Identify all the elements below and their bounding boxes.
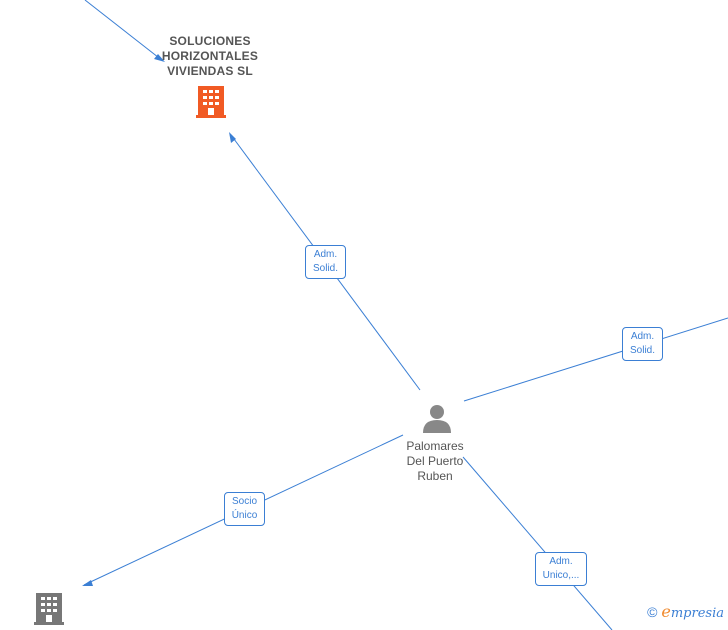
brand-initial: e [661, 602, 671, 621]
brand-rest: mpresia [670, 606, 724, 621]
person-name[interactable]: Palomares Del Puerto Ruben [394, 439, 476, 484]
building-icon[interactable] [34, 593, 64, 625]
arrowhead-main-company-incoming [154, 54, 165, 62]
arrowhead-bottom-left-company [82, 580, 93, 586]
brand-wordmark: empresia [661, 602, 724, 621]
edge-label-line: Socio [231, 496, 257, 507]
edge-person-to-right-company [463, 317, 728, 402]
edge-label-line: Unico,... [542, 570, 580, 581]
arrowhead-main-company [229, 132, 236, 143]
edge-label-line: Adm. [313, 249, 338, 260]
edge-label-line: Adm. [630, 331, 655, 342]
edge-person-to-bottom-right-company [462, 456, 613, 630]
copyright-symbol: © [647, 603, 658, 620]
person-name-line-3: Ruben [417, 469, 453, 483]
edge-label-right-company[interactable]: Adm. Solid. [622, 327, 663, 361]
edge-offscreen-to-main-company [84, 0, 164, 62]
edge-label-bottom-left-company[interactable]: Socio Único [224, 492, 265, 526]
building-icon[interactable] [196, 86, 226, 118]
main-company-name[interactable]: SOLUCIONES HORIZONTALES VIVIENDAS SL [150, 34, 270, 79]
edge-label-main-company[interactable]: Adm. Solid. [305, 245, 346, 279]
person-icon[interactable] [423, 405, 451, 433]
edge-label-line: Solid. [312, 263, 338, 274]
person-name-line-2: Del Puerto [406, 454, 464, 468]
edge-label-line: Adm. [549, 556, 573, 567]
empresia-logo: © empresia [647, 602, 724, 621]
main-company-name-line-1: SOLUCIONES [169, 34, 251, 48]
edge-label-line: Único [231, 510, 258, 521]
edge-label-line: Solid. [629, 345, 655, 356]
edge-label-bottom-right-company[interactable]: Adm. Unico,... [535, 552, 587, 586]
main-company-name-line-2: HORIZONTALES [161, 49, 259, 63]
person-name-line-1: Palomares [406, 439, 464, 453]
main-company-name-line-3: VIVIENDAS SL [167, 64, 253, 78]
